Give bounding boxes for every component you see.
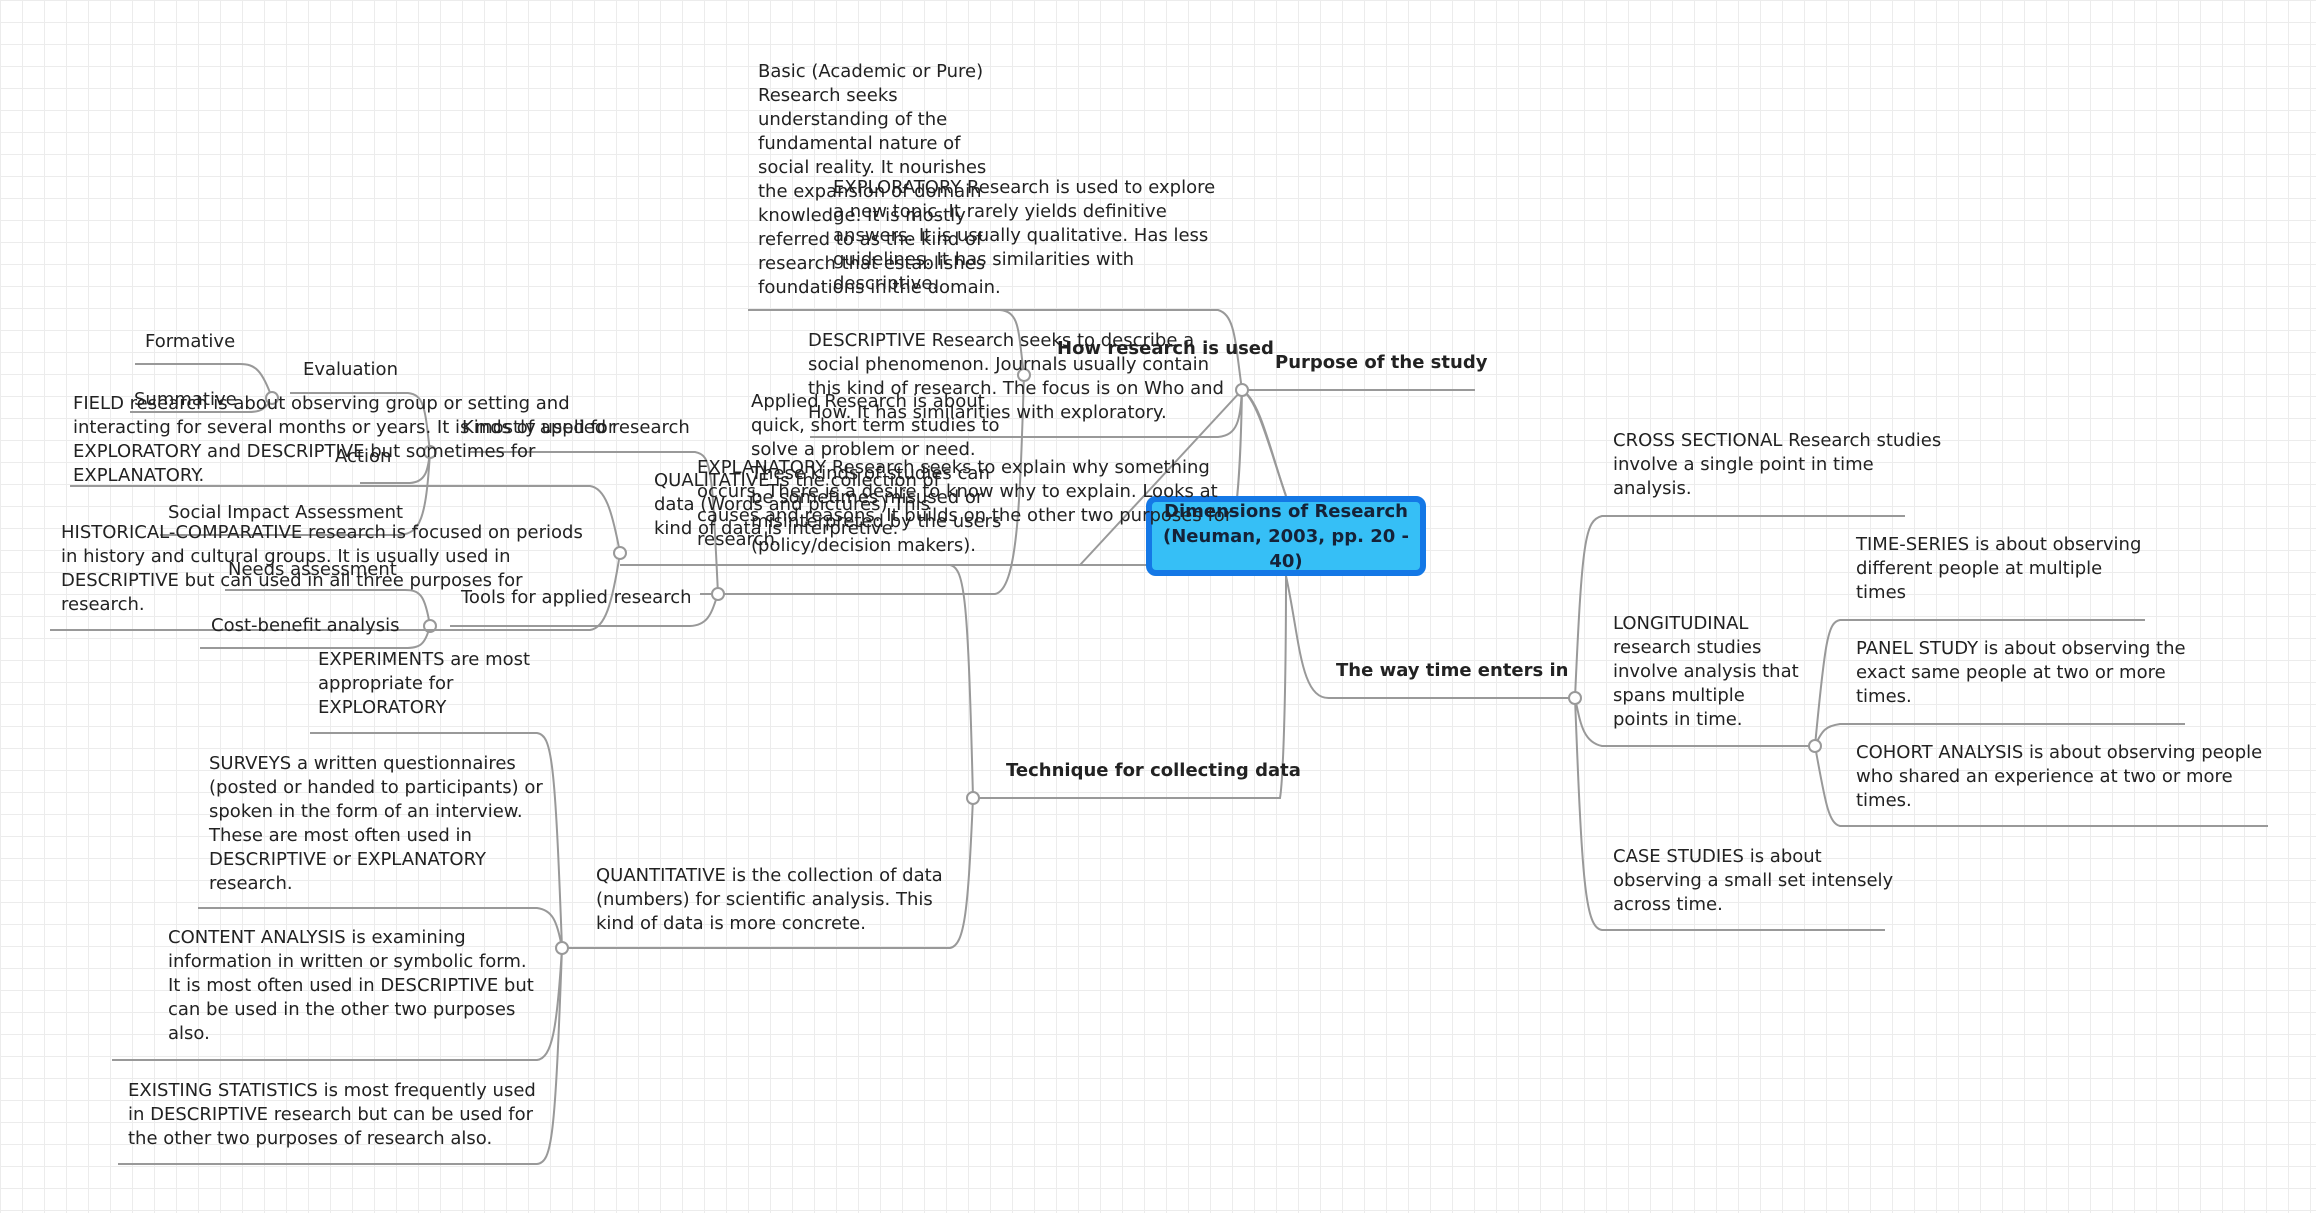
node-panel-study[interactable]: PANEL STUDY is about observing the exact…: [1856, 638, 2186, 707]
link-quant-experiments: [310, 732, 563, 949]
link-kinds-social: [160, 451, 431, 536]
link-applied-kinds: [470, 451, 719, 595]
node-quantitative[interactable]: QUANTITATIVE is the collection of data (…: [596, 865, 943, 934]
node-howused[interactable]: [1017, 368, 1031, 382]
link-long-timeseries: [1814, 619, 2145, 747]
node-purpose[interactable]: [1235, 383, 1249, 397]
link-qual-historical: [50, 552, 621, 631]
node-case-studies[interactable]: CASE STUDIES is about observing a small …: [1613, 846, 1894, 915]
node-explanatory[interactable]: EXPLANATORY Research seeks to explain wh…: [697, 457, 1233, 550]
node-surveys[interactable]: SURVEYS a written questionnaires (posted…: [209, 753, 543, 894]
node-evaluation[interactable]: Evaluation: [303, 359, 398, 380]
node-longitudinal[interactable]: LONGITUDINAL research studies involve an…: [1613, 613, 1799, 730]
branch-technique[interactable]: Technique for collecting data: [1006, 760, 1301, 781]
node-quantitative[interactable]: [555, 941, 569, 955]
node-content-analysis[interactable]: CONTENT ANALYSIS is examining informatio…: [168, 927, 534, 1044]
node-action[interactable]: Action: [335, 446, 392, 467]
node-formative[interactable]: Formative: [145, 331, 236, 352]
link-long-cohort: [1814, 745, 2268, 827]
link-quant-surveys: [198, 907, 563, 949]
link-center-technique: [973, 575, 1287, 799]
link-center-purpose: [1238, 389, 1475, 497]
node-longitudinal[interactable]: [1808, 739, 1822, 753]
link-howused-basic: [748, 309, 1025, 376]
branch-purpose[interactable]: Purpose of the study: [1275, 352, 1488, 373]
node-social-impact[interactable]: Social Impact Assessment: [168, 502, 404, 523]
node-applied[interactable]: [711, 587, 725, 601]
node-cost-benefit[interactable]: Cost-benefit analysis: [211, 615, 400, 636]
link-howused-applied: [700, 374, 1025, 595]
node-kinds[interactable]: [423, 445, 437, 459]
node-descriptive[interactable]: DESCRIPTIVE Research seeks to describe a…: [808, 330, 1224, 423]
link-tech-qualitative: [620, 564, 974, 799]
link-tech-quantitative: [562, 797, 974, 949]
node-field-research[interactable]: FIELD research is about observing group …: [73, 393, 616, 486]
node-existing-statistics[interactable]: EXISTING STATISTICS is most frequently u…: [128, 1080, 536, 1149]
node-time-series[interactable]: TIME-SERIES is about observing different…: [1856, 534, 2142, 603]
node-cohort-analysis[interactable]: COHORT ANALYSIS is about observing peopl…: [1856, 742, 2263, 811]
node-applied-research[interactable]: Applied Research is about quick, short t…: [751, 391, 1002, 556]
link-eval-formative: [135, 363, 273, 399]
node-historical-comparative[interactable]: HISTORICAL-COMPARATIVE research is focus…: [61, 522, 583, 615]
link-time-cross: [1574, 515, 1905, 699]
node-summative[interactable]: Summative: [134, 389, 237, 410]
node-qualitative[interactable]: [613, 546, 627, 560]
link-qual-field: [70, 485, 621, 554]
node-evaluation[interactable]: [265, 391, 279, 405]
node-qualitative[interactable]: QUALITATIVE is the collection of data (W…: [654, 470, 941, 539]
node-experiments[interactable]: EXPERIMENTS are most appropriate for EXP…: [318, 649, 531, 718]
node-tools-applied[interactable]: Tools for applied research: [461, 587, 692, 608]
node-kinds-applied[interactable]: Kinds of applied research: [462, 417, 690, 438]
node-technique[interactable]: [966, 791, 980, 805]
link-purpose-exploratory: [820, 309, 1243, 391]
node-time[interactable]: [1568, 691, 1582, 705]
link-center-time: [1285, 575, 1575, 700]
link-time-longitudinal: [1574, 697, 1815, 747]
link-time-case: [1574, 697, 1885, 931]
link-quant-existing: [118, 947, 563, 1165]
node-needs-assessment[interactable]: Needs assessment: [228, 559, 397, 580]
branch-how-used[interactable]: How research is used: [1057, 338, 1274, 359]
link-tools-needs: [225, 589, 431, 627]
link-kinds-evaluation: [290, 392, 431, 453]
branch-time[interactable]: The way time enters in: [1336, 660, 1569, 681]
node-exploratory[interactable]: EXPLORATORY Research is used to explore …: [833, 177, 1216, 294]
node-basic-research[interactable]: Basic (Academic or Pure) Research seeks …: [758, 61, 1001, 298]
central-topic[interactable]: Dimensions of Research (Neuman, 2003, pp…: [1146, 496, 1426, 576]
node-cross-sectional[interactable]: CROSS SECTIONAL Research studies involve…: [1613, 430, 1942, 499]
